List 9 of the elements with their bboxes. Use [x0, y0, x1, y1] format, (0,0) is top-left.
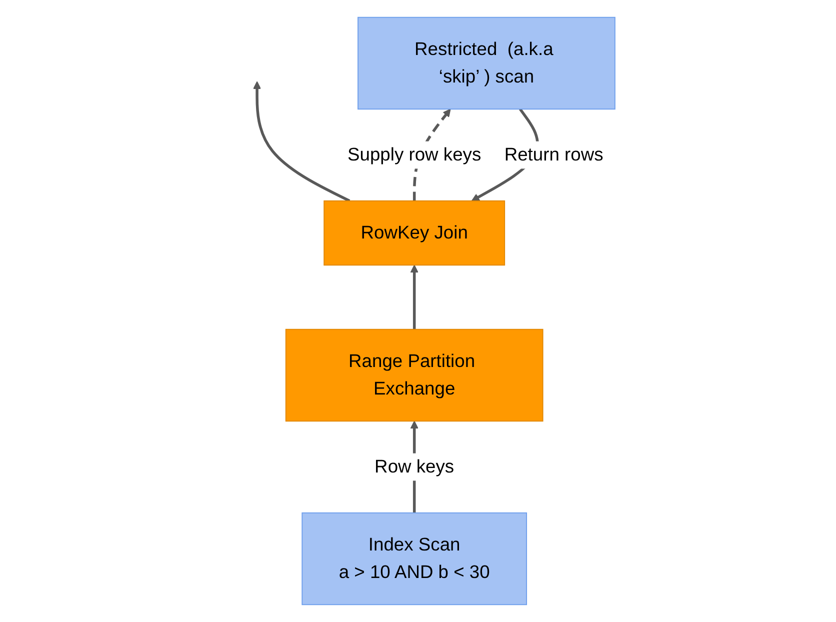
edge-label: Supply row keys: [348, 144, 482, 166]
node-box: Range Partition Exchange: [286, 328, 544, 422]
node-box: RowKey Join: [324, 200, 506, 266]
edge-label: Row keys: [374, 456, 454, 478]
edge-label: Return rows: [504, 144, 604, 166]
arrow: [253, 81, 351, 202]
node-box: Index Scan a > 10 AND b < 30: [302, 512, 528, 606]
node-box: Restricted (a.k.a ‘skip’ ) scan: [358, 16, 616, 110]
arrow: [410, 264, 419, 330]
